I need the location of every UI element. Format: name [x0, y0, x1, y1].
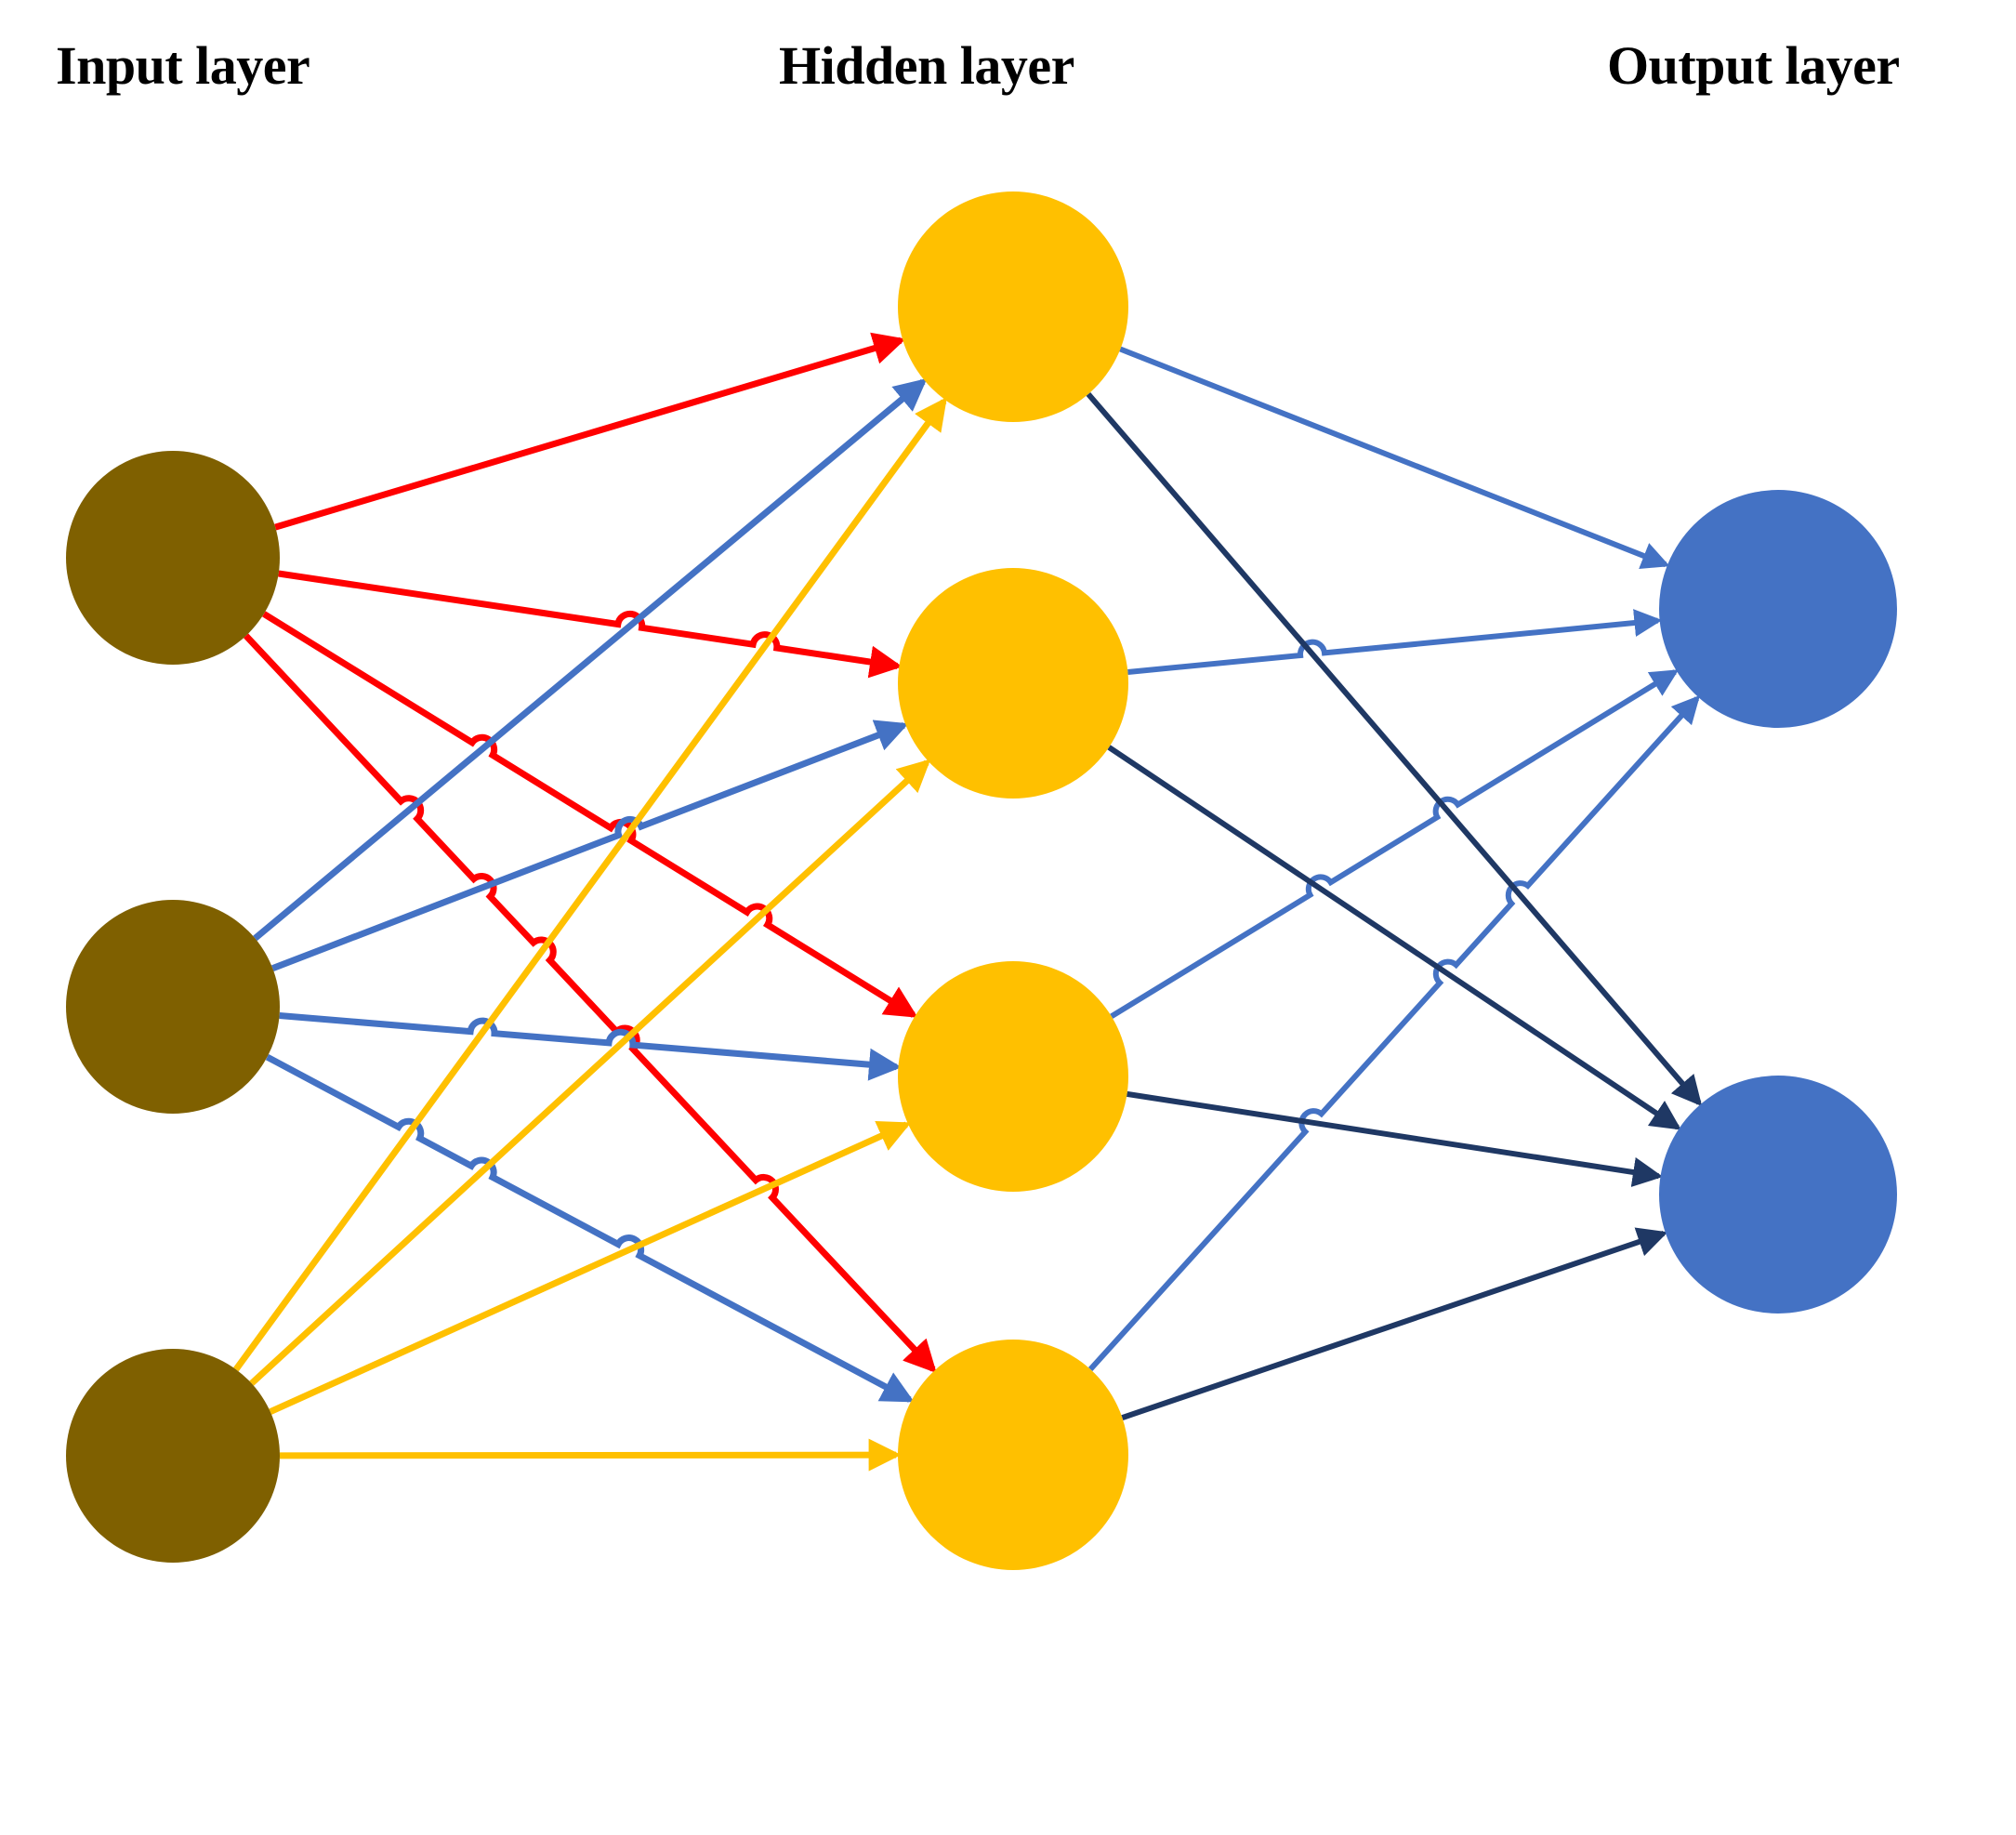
input-layer-nodes: [66, 451, 280, 1563]
edge-hidden-to-output: [1127, 609, 1663, 675]
hidden-node-1: [898, 191, 1128, 422]
input-to-hidden-edges: [233, 332, 947, 1472]
input-layer-label: Input layer: [56, 35, 310, 96]
edge-hidden-to-output: [1107, 745, 1681, 1130]
output-layer-label: Output layer: [1607, 35, 1900, 96]
edge-input-to-hidden: [279, 1012, 902, 1081]
edge-input-to-hidden: [253, 378, 928, 942]
edge-input-to-hidden: [244, 633, 937, 1374]
hidden-node-4: [898, 1340, 1128, 1570]
edge-hidden-to-output: [1087, 694, 1701, 1372]
edge-hidden-to-output: [1121, 1227, 1668, 1420]
output-node-2: [1659, 1076, 1897, 1314]
hidden-node-2: [898, 568, 1128, 799]
edge-input-to-hidden: [269, 1120, 912, 1415]
input-node-2: [66, 900, 280, 1114]
edge-input-to-hidden: [262, 611, 918, 1018]
hidden-to-output-edges: [1086, 346, 1703, 1420]
input-node-1: [66, 451, 280, 665]
edge-input-to-hidden: [265, 1054, 915, 1403]
edge-hidden-to-output: [1110, 669, 1680, 1019]
edge-input-to-hidden: [274, 332, 906, 531]
output-node-1: [1659, 490, 1897, 728]
edge-hidden-to-output: [1127, 1090, 1664, 1187]
edge-input-to-hidden: [279, 1438, 902, 1472]
output-layer-nodes: [1659, 490, 1897, 1314]
hidden-node-3: [898, 961, 1128, 1192]
hidden-layer-label: Hidden layer: [779, 35, 1074, 96]
edge-hidden-to-output: [1119, 346, 1670, 569]
edge-hidden-to-output: [1086, 391, 1703, 1107]
edge-input-to-hidden: [249, 759, 931, 1386]
edge-input-to-hidden: [271, 719, 909, 971]
edge-input-to-hidden: [233, 397, 947, 1372]
input-node-3: [66, 1349, 280, 1563]
hidden-layer-nodes: [898, 191, 1128, 1570]
